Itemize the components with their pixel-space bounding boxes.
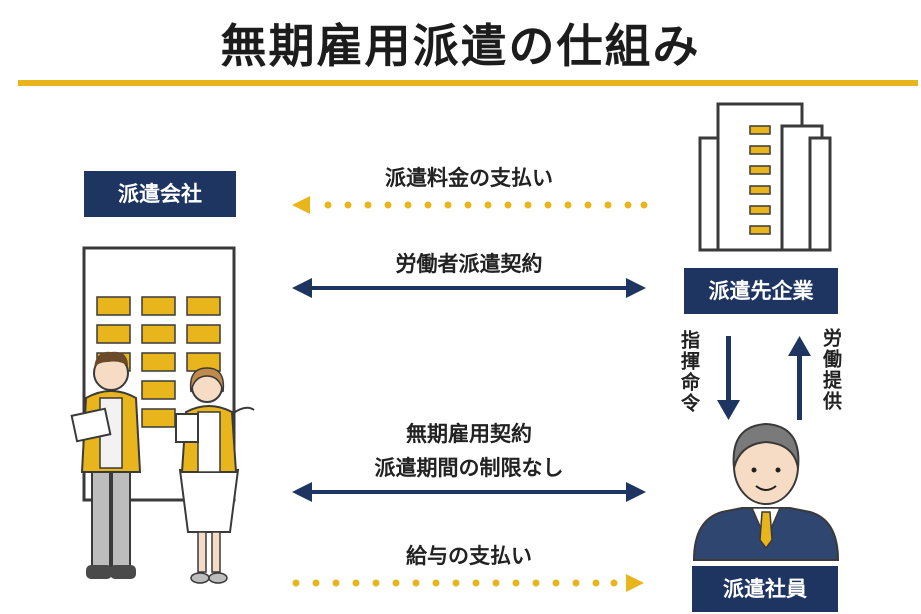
male-staff-illustration	[70, 351, 142, 579]
fee-payment-label: 派遣料金の支払い	[385, 166, 553, 190]
worker-label: 派遣社員	[692, 566, 838, 612]
salary-payment-label: 給与の支払い	[406, 544, 532, 568]
labor-arrow	[788, 336, 811, 420]
fee-payment-arrow	[292, 196, 648, 214]
worker-illustration	[692, 422, 840, 561]
no-period-limit-label: 派遣期間の制限なし	[374, 456, 564, 480]
dispatch-contract-arrow	[292, 278, 646, 298]
client-building-icon	[698, 102, 832, 252]
employment-contract-label: 無期雇用契約	[406, 422, 532, 446]
instruction-label: 指揮命令	[678, 330, 700, 414]
employment-contract-arrow	[292, 482, 646, 502]
female-staff-illustration	[175, 367, 255, 584]
page-title: 無期雇用派遣の仕組み	[220, 19, 701, 73]
instruction-arrow	[717, 336, 740, 420]
title-underline	[18, 80, 918, 86]
client-label: 派遣先企業	[684, 268, 838, 314]
dispatch-contract-label: 労働者派遣契約	[395, 252, 543, 276]
agency-label: 派遣会社	[84, 171, 236, 217]
salary-payment-arrow	[292, 574, 644, 592]
labor-label: 労働提供	[820, 328, 842, 412]
